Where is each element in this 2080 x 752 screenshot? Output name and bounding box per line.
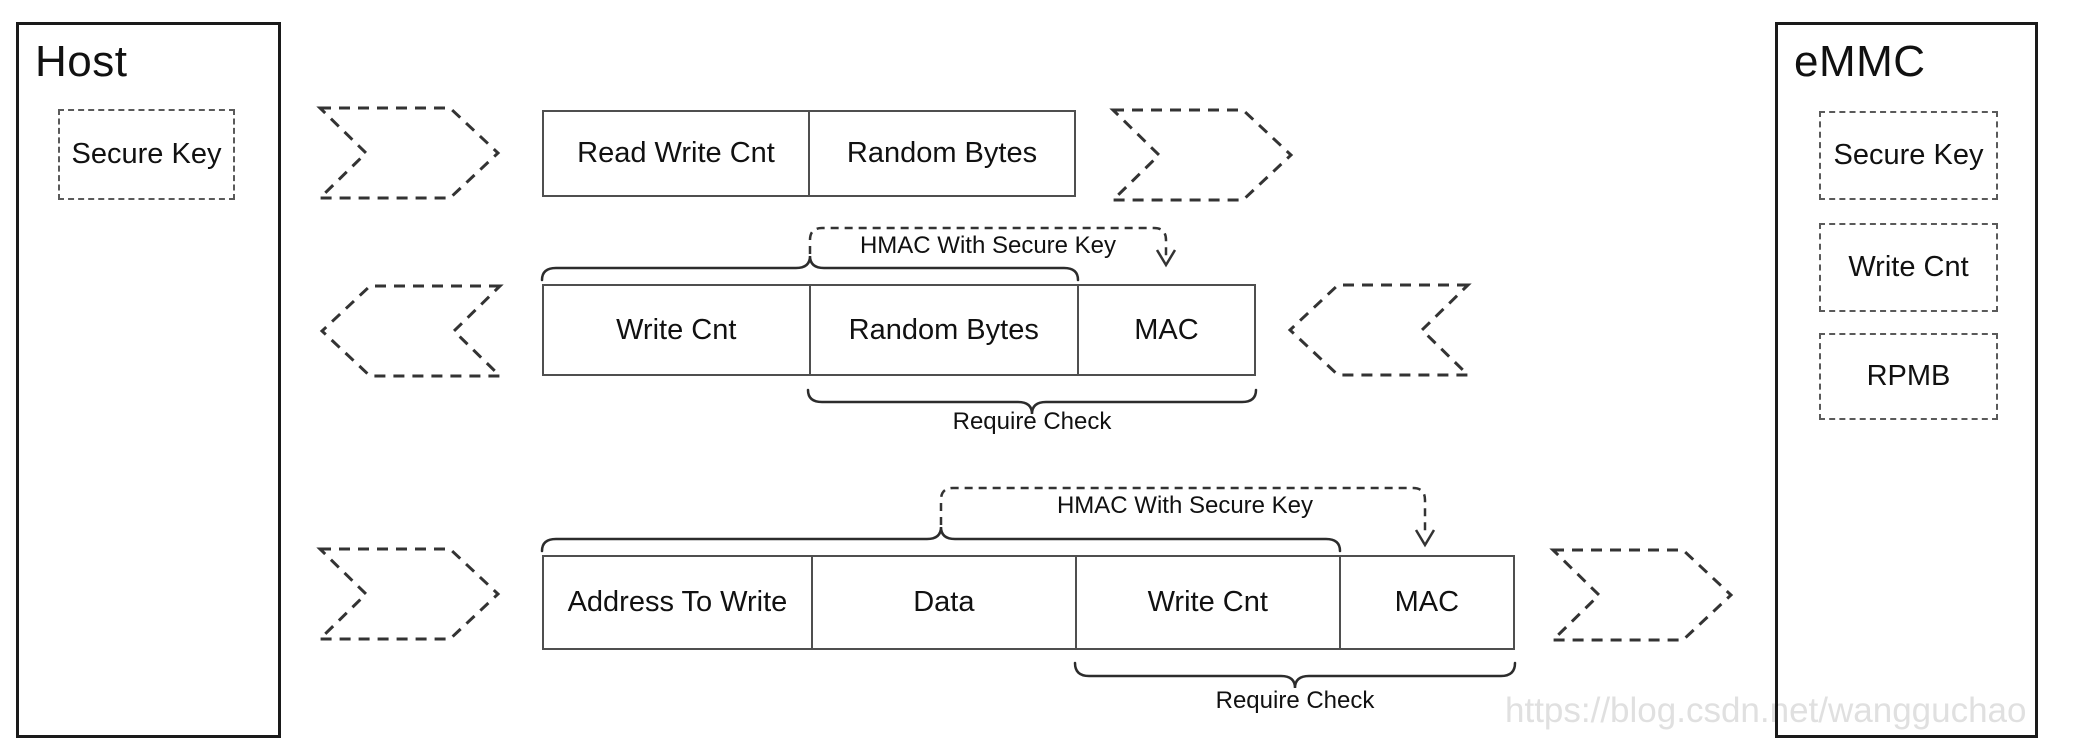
cell-label: Random Bytes	[848, 313, 1039, 346]
flow3-require-check-brace	[1073, 661, 1517, 689]
cell-label: Data	[913, 586, 975, 618]
flow2-require-check-label: Require Check	[952, 408, 1112, 435]
flow3-packet-box: Address To Write Data Write Cnt MAC	[542, 555, 1515, 650]
host-title: Host	[35, 37, 128, 86]
watermark-text: https://blog.csdn.net/wangguchao	[1505, 691, 2027, 730]
flow3-hmac-label: HMAC With Secure Key	[1056, 492, 1314, 519]
cell-label: Read Write Cnt	[577, 137, 775, 169]
emmc-write-cnt-box: Write Cnt	[1819, 223, 1998, 312]
flow2-cell-write-cnt: Write Cnt	[544, 286, 809, 374]
flow1-arrow-right-icon	[316, 106, 501, 200]
cell-label: Write Cnt	[616, 313, 737, 346]
flow1-cell-random-bytes: Random Bytes	[808, 112, 1074, 195]
emmc-secure-key-label: Secure Key	[1833, 139, 1984, 171]
host-secure-key-box: Secure Key	[58, 109, 235, 200]
cell-label: Write Cnt	[1147, 586, 1268, 618]
flow2-cell-mac: MAC	[1076, 286, 1254, 374]
flow3-arrow-right-icon	[1549, 548, 1734, 642]
emmc-secure-key-box: Secure Key	[1819, 111, 1998, 200]
flow2-hmac-arrowhead-icon	[1155, 249, 1177, 268]
flow3-require-check-label: Require Check	[1215, 687, 1375, 714]
flow1-packet-box: Read Write Cnt Random Bytes	[542, 110, 1076, 197]
host-secure-key-label: Secure Key	[71, 138, 222, 170]
host-panel: Host Secure Key	[16, 22, 281, 738]
flow3-hmac-arrowhead-icon	[1414, 529, 1436, 548]
emmc-title: eMMC	[1794, 37, 1926, 86]
flow3-cell-write-cnt: Write Cnt	[1074, 557, 1339, 648]
cell-label: Random Bytes	[846, 137, 1038, 169]
cell-label: MAC	[1394, 586, 1460, 618]
flow2-arrow-left-icon	[319, 284, 504, 378]
flow2-hmac-label: HMAC With Secure Key	[859, 232, 1117, 259]
flow2-packet-box: Write Cnt Random Bytes MAC	[542, 284, 1256, 376]
cell-label: Address To Write	[567, 586, 788, 618]
emmc-rpmb-label: RPMB	[1866, 360, 1951, 392]
flow3-cell-mac: MAC	[1338, 557, 1513, 648]
emmc-write-cnt-label: Write Cnt	[1848, 251, 1969, 283]
emmc-rpmb-box: RPMB	[1819, 333, 1998, 420]
flow1-arrow-right-icon	[1109, 108, 1294, 202]
emmc-panel: eMMC Secure Key Write Cnt RPMB	[1775, 22, 2038, 738]
flow3-hmac-input-brace	[540, 526, 1342, 553]
flow3-cell-data: Data	[810, 557, 1075, 648]
flow2-cell-random-bytes: Random Bytes	[808, 286, 1077, 374]
flow2-arrow-left-icon	[1287, 283, 1472, 377]
flow3-arrow-right-icon	[316, 547, 501, 641]
flow3-cell-address-to-write: Address To Write	[544, 557, 811, 648]
cell-label: MAC	[1134, 313, 1199, 346]
flow1-cell-read-write-cnt: Read Write Cnt	[544, 112, 808, 195]
